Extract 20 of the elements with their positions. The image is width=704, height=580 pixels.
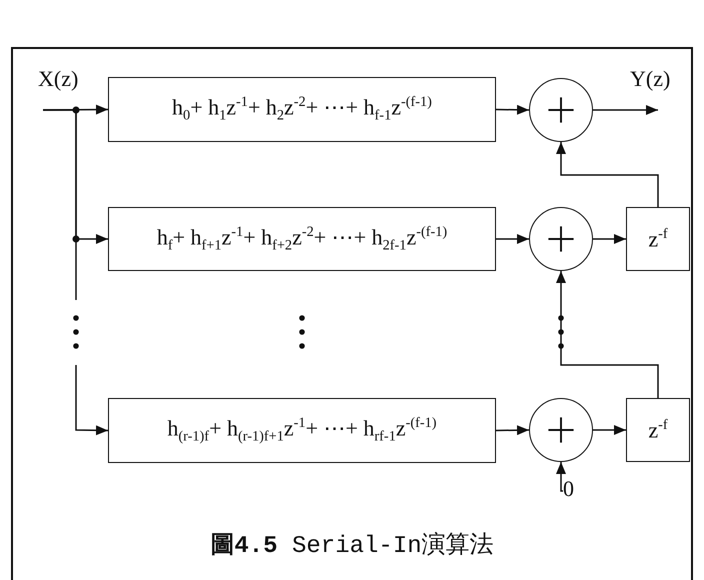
arrow xyxy=(496,425,530,436)
arrow xyxy=(593,105,658,115)
arrow xyxy=(556,142,659,207)
filter-box: h$_{f}$+ h$_{f+1}$z$^{-1}$+ h$_{f+2}$z$^{-2}$+ ⋯+ h$_{2f-1}$z$^{-(f-1)}$ xyxy=(108,207,496,271)
delay-box: z$^{-f}$ xyxy=(626,207,690,271)
arrow xyxy=(43,104,108,115)
filter-box: h$_{0}$+ h$_{1}$z$^{-1}$+ h$_{2}$z$^{-2}$+ ⋯+ h$_{f-1}$z$^{-(f-1)}$ xyxy=(108,77,496,142)
figure-caption: 圖4.5 Serial-In演算法 xyxy=(210,533,494,560)
signal-label: Y(z) xyxy=(630,68,670,90)
signal-label: X(z) xyxy=(38,68,78,90)
input-label: 0 xyxy=(563,478,579,504)
arrow xyxy=(556,271,659,398)
delay-box: z$^{-f}$ xyxy=(626,398,690,462)
arrow xyxy=(496,234,529,244)
arrow xyxy=(556,462,566,492)
arrow xyxy=(593,425,626,435)
filter-box: h$_{(r-1)f}$+ h$_{(r-1)f+1}$z$^{-1}$+ ⋯+ h$_{rf-1}$z$^{-(f-1)}$ xyxy=(108,398,496,463)
arrow xyxy=(593,234,626,244)
arrow xyxy=(496,104,530,115)
arrow xyxy=(42,109,109,436)
